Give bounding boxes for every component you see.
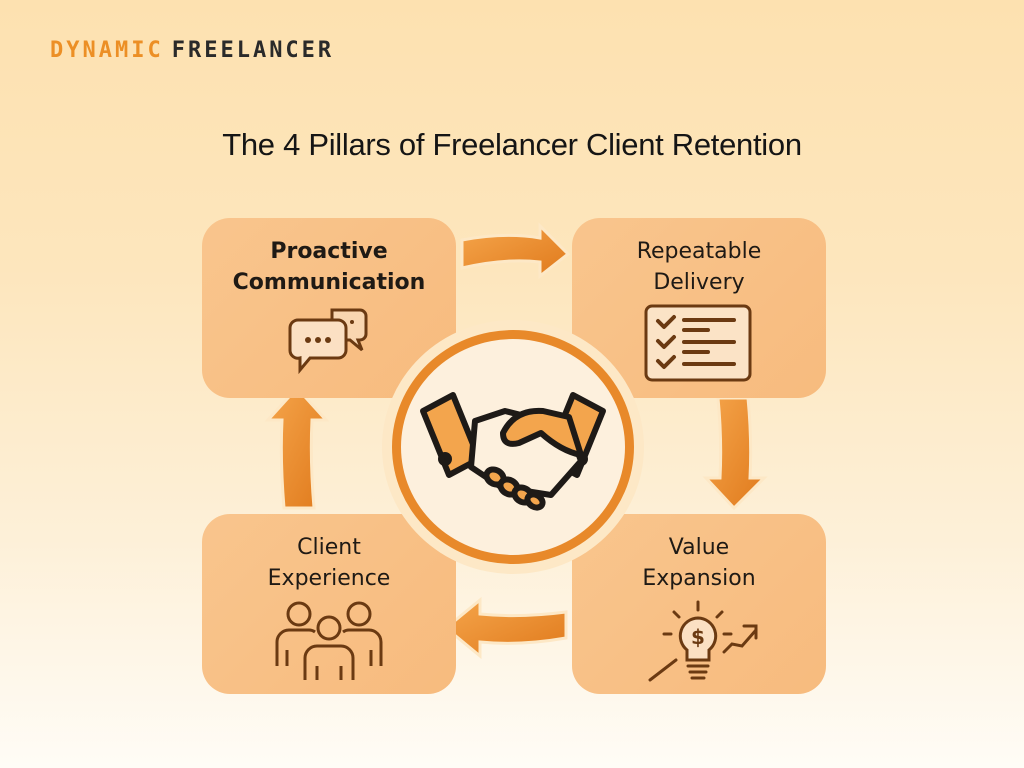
- handshake-icon: [415, 381, 611, 518]
- brand-logo-part2: FREELANCER: [171, 38, 335, 63]
- pillar-label: Proactive Communication: [232, 239, 426, 295]
- pillar-client-experience: Client Experience: [202, 514, 456, 694]
- pillar-value-expansion: Value Expansion $: [572, 514, 826, 694]
- arrow-right-icon: [460, 222, 571, 280]
- center-circle: [392, 330, 634, 564]
- arrow-left-icon: [443, 596, 568, 660]
- pillar-label: Repeatable Delivery: [636, 239, 762, 295]
- chat-bubbles-icon: [202, 304, 456, 379]
- group-people-icon: [202, 600, 456, 687]
- arrow-down-icon: [702, 396, 768, 511]
- pillar-repeatable-delivery: Repeatable Delivery: [572, 218, 826, 398]
- brand-logo-part1: DYNAMIC: [50, 38, 164, 63]
- arrow-up-icon: [264, 385, 330, 510]
- brand-logo: DYNAMIC FREELANCER: [50, 38, 334, 63]
- pillar-label: Value Expansion: [642, 535, 756, 591]
- page-title: The 4 Pillars of Freelancer Client Reten…: [222, 127, 802, 162]
- pillar-label: Client Experience: [267, 535, 391, 591]
- checklist-icon: [572, 304, 826, 387]
- lightbulb-dollar-growth-icon: $: [572, 600, 826, 697]
- svg-text:$: $: [691, 625, 705, 649]
- pillar-proactive-communication: Proactive Communication: [202, 218, 456, 398]
